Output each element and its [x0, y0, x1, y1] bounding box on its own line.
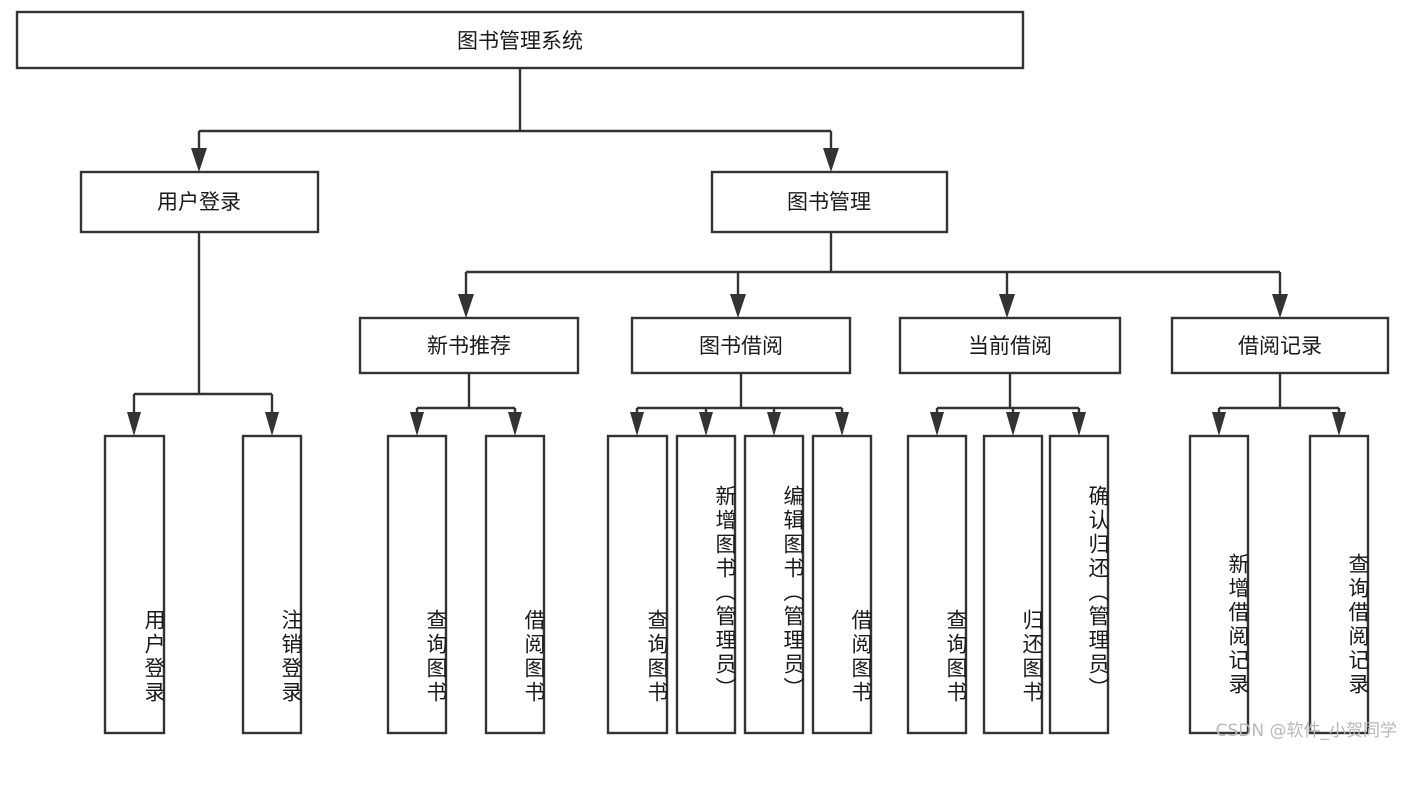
arrow-head-leaf-edit-book — [767, 412, 781, 436]
csdn-watermark: CSDN @软件_小贺同学 — [1215, 721, 1397, 741]
node-new-book-rec-label: 新书推荐 — [427, 334, 511, 358]
arrow-head-book-manage — [823, 148, 839, 172]
connector-group-root — [191, 68, 839, 172]
arrow-head-leaf-borrow-book-2 — [835, 412, 849, 436]
node-leaf-query-book-2-box[interactable] — [606, 434, 669, 735]
node-book-manage-box[interactable] — [710, 170, 949, 234]
node-borrow-record-label: 借阅记录 — [1238, 334, 1322, 358]
arrow-head-leaf-query-book-1 — [410, 412, 424, 436]
arrow-head-leaf-add-book — [699, 412, 713, 436]
connector-group-book-manage — [458, 232, 1288, 318]
node-book-borrow-label: 图书借阅 — [699, 334, 783, 358]
node-new-book-rec-box[interactable] — [358, 316, 580, 375]
node-leaf-return-book-box[interactable] — [982, 434, 1044, 735]
node-leaf-add-book-box[interactable] — [675, 434, 737, 735]
node-current-borrow[interactable]: 当前借阅 — [898, 316, 1122, 375]
node-leaf-edit-book-box[interactable] — [743, 434, 805, 735]
arrow-head-leaf-query-book-3 — [930, 412, 944, 436]
arrow-head-leaf-confirm-return — [1072, 412, 1086, 436]
node-user-login-label: 用户登录 — [157, 190, 241, 214]
arrow-head-leaf-add-record — [1212, 412, 1226, 436]
arrow-head-current-borrow — [999, 294, 1015, 318]
arrow-head-user-login — [191, 148, 207, 172]
node-leaf-add-record-box[interactable] — [1188, 434, 1250, 735]
arrow-head-leaf-user-login — [127, 412, 141, 436]
leaf-boxes — [103, 434, 1370, 735]
node-current-borrow-label: 当前借阅 — [968, 334, 1052, 358]
node-new-book-rec[interactable]: 新书推荐 — [358, 316, 580, 375]
node-leaf-borrow-book-1-box[interactable] — [484, 434, 546, 735]
node-book-borrow-box[interactable] — [630, 316, 852, 375]
connector-group-current-borrow — [930, 373, 1086, 436]
node-book-borrow[interactable]: 图书借阅 — [630, 316, 852, 375]
arrow-head-borrow-record — [1272, 294, 1288, 318]
node-current-borrow-box[interactable] — [898, 316, 1122, 375]
arrow-head-leaf-logout — [265, 412, 279, 436]
node-leaf-user-login-box[interactable] — [103, 434, 166, 735]
connector-group-user-login — [127, 232, 279, 436]
node-leaf-query-book-1-box[interactable] — [386, 434, 448, 735]
arrow-head-book-borrow — [730, 294, 746, 318]
node-borrow-record-box[interactable] — [1170, 316, 1390, 375]
node-borrow-record[interactable]: 借阅记录 — [1170, 316, 1390, 375]
arrow-head-new-book-rec — [458, 294, 474, 318]
node-book-manage-label: 图书管理 — [787, 190, 871, 214]
connector-group-book-borrow — [630, 373, 849, 436]
node-leaf-borrow-book-2-box[interactable] — [811, 434, 873, 735]
node-root[interactable]: 图书管理系统 — [15, 10, 1025, 70]
connector-group-borrow-record — [1212, 373, 1346, 436]
arrow-head-leaf-query-book-2 — [630, 412, 644, 436]
node-root-label: 图书管理系统 — [457, 29, 583, 53]
arrow-head-leaf-return-book — [1006, 412, 1020, 436]
diagram-canvas: 图书管理系统 用户登录 图书管理 新书推荐 图书借阅 当前借阅 借阅记录 — [15, 10, 1390, 735]
node-leaf-confirm-return-box[interactable] — [1048, 434, 1110, 735]
node-leaf-query-record-box[interactable] — [1308, 434, 1370, 735]
node-leaf-logout-box[interactable] — [241, 434, 303, 735]
node-user-login-box[interactable] — [79, 170, 320, 234]
arrow-head-leaf-query-record — [1332, 412, 1346, 436]
node-root-box[interactable] — [15, 10, 1025, 70]
node-leaf-query-book-3-box[interactable] — [906, 434, 968, 735]
arrow-head-leaf-borrow-book-1 — [508, 412, 522, 436]
node-book-manage[interactable]: 图书管理 — [710, 170, 949, 234]
connector-group-new-book-rec — [410, 373, 522, 436]
node-user-login[interactable]: 用户登录 — [79, 170, 320, 234]
org-chart-diagram: 图书管理系统 用户登录 图书管理 新书推荐 图书借阅 当前借阅 借阅记录 — [15, 10, 1397, 741]
